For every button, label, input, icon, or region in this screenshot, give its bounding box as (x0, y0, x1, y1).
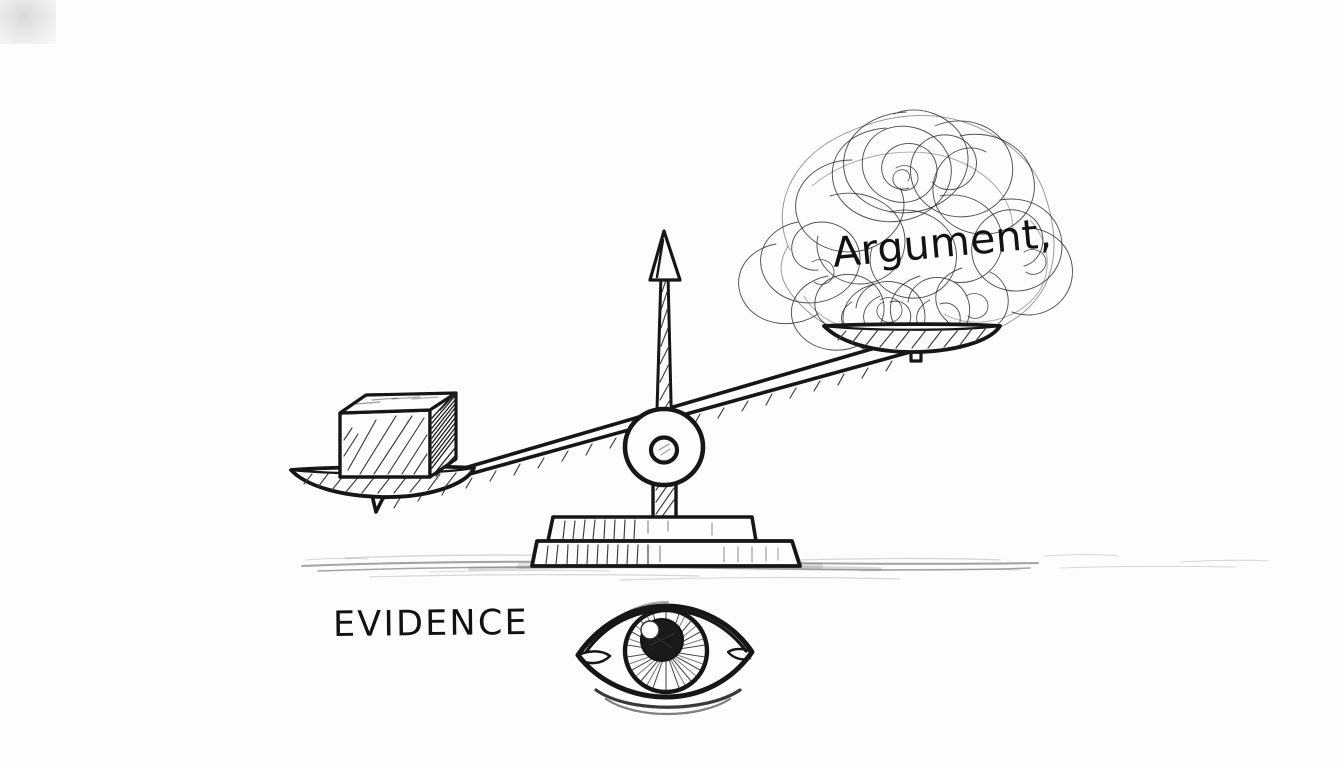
cube-top-shading (355, 396, 439, 405)
evidence-cube (338, 391, 458, 479)
fulcrum-hub (622, 406, 706, 488)
base-upper-hatching (562, 519, 713, 540)
cube-front-hatching (343, 415, 428, 475)
evidence-label: EVIDENCE (332, 602, 529, 646)
right-pan (822, 322, 1002, 363)
eye-group (575, 601, 755, 716)
eye-highlight (640, 620, 660, 640)
base-lower-hatching (545, 544, 779, 565)
beam-hatching (393, 360, 893, 509)
right-pan-hatching (837, 327, 987, 349)
stepped-base (530, 515, 802, 568)
cube-side-shading (431, 393, 456, 477)
